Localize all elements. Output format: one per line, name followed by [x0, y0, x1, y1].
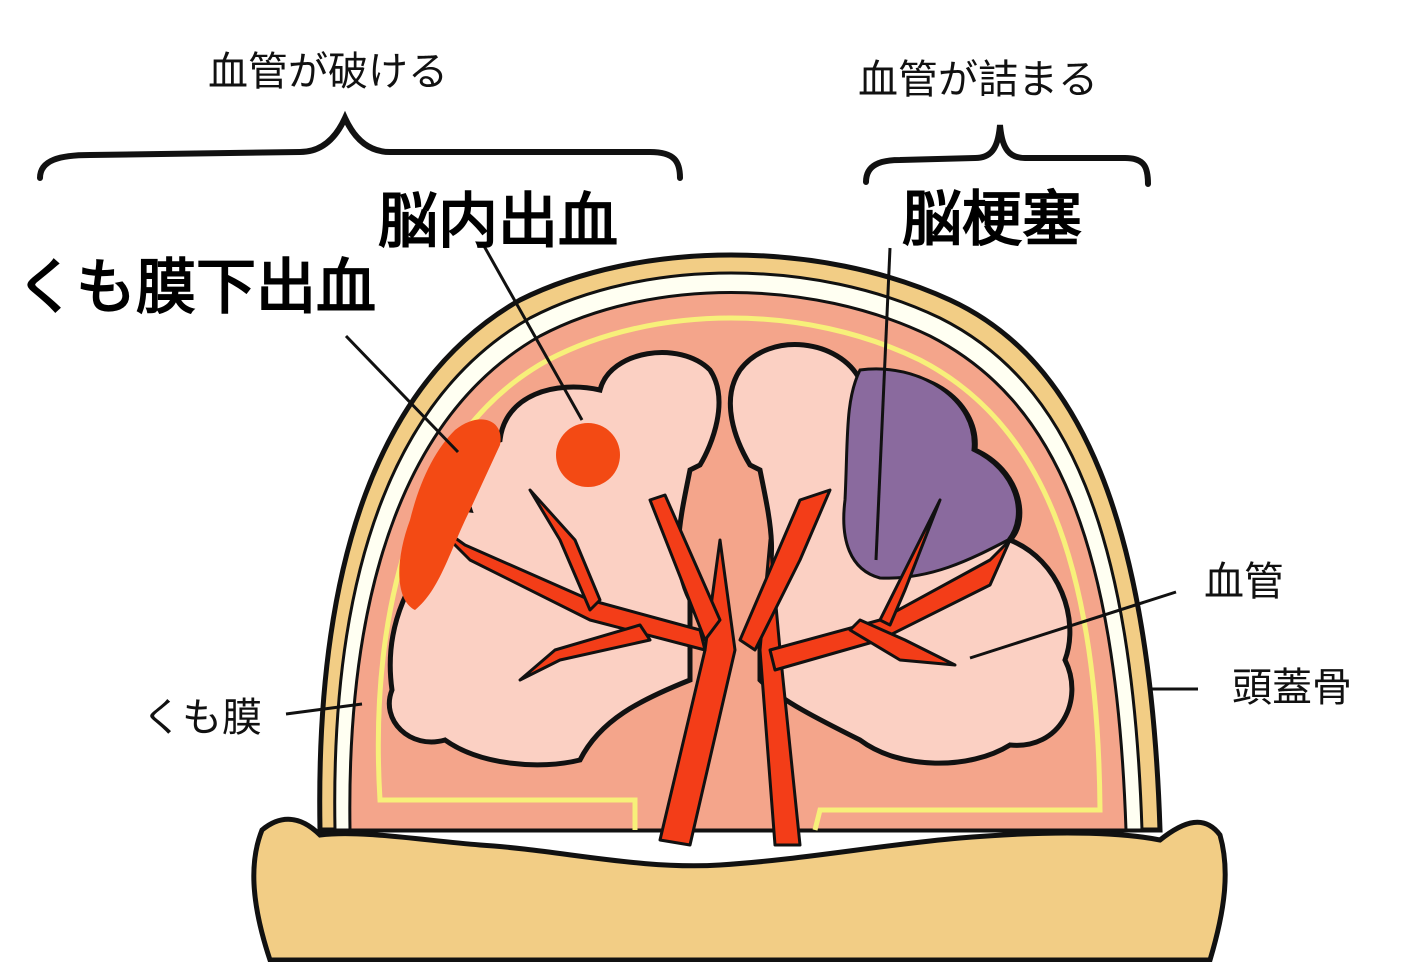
- left-branch-3: [528, 488, 602, 612]
- vessel-tree: [428, 488, 1012, 847]
- intracerebral-hemorrhage-spot: [556, 423, 620, 487]
- center-branch-2: [648, 493, 722, 642]
- label-arachnoid: くも膜: [142, 695, 262, 741]
- label-subarachnoid-hemorrhage: くも膜下出血: [16, 253, 376, 323]
- brace-clogged-vessel: [863, 124, 1151, 187]
- right-branch: [768, 538, 1012, 672]
- left-branch-2: [518, 623, 652, 682]
- subarachnoid-hemorrhage-region: [399, 419, 501, 610]
- label-blood-vessel: 血管: [1204, 559, 1284, 605]
- leader-infarct: [874, 247, 892, 561]
- label-intracerebral-hemorrhage: 脳内出血: [378, 187, 618, 257]
- header-clogged-vessel: 血管が詰まる: [858, 57, 1098, 103]
- brace-broken-vessel: [37, 110, 683, 181]
- leader-lines: [285, 245, 1198, 716]
- right-branch-2: [848, 618, 957, 667]
- infarct-region: [842, 367, 1019, 580]
- leader-arachnoid: [285, 702, 363, 716]
- right-branch-3: [878, 498, 942, 627]
- leader-ich: [482, 245, 584, 421]
- center-branch: [738, 488, 832, 652]
- leader-vessel: [969, 590, 1177, 660]
- label-skull: 頭蓋骨: [1232, 665, 1352, 711]
- header-broken-vessel: 血管が破ける: [208, 49, 448, 95]
- label-cerebral-infarction: 脳梗塞: [902, 185, 1082, 255]
- leader-sah: [344, 334, 460, 454]
- skull-base: [251, 816, 1228, 963]
